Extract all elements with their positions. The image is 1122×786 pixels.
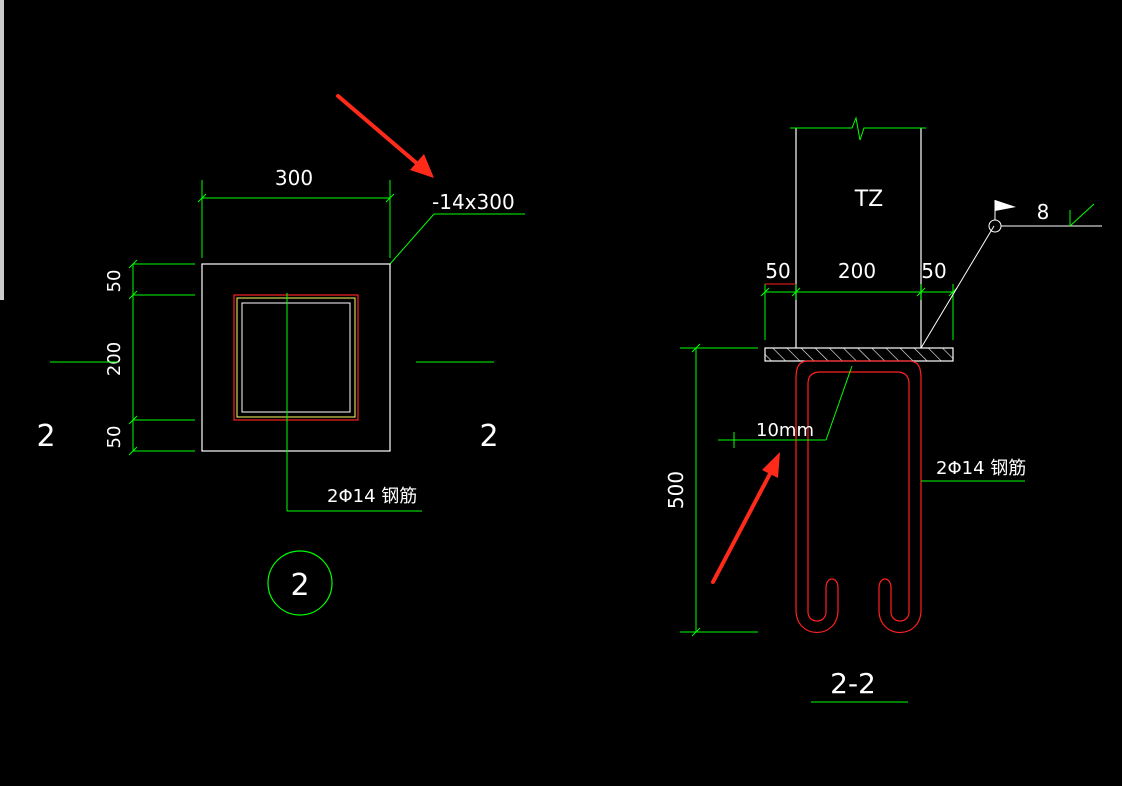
plan-rebar-leader <box>286 293 422 512</box>
u-rebar <box>795 360 922 633</box>
plan-view: 300 -14x300 2Φ14 钢筋 <box>36 94 525 616</box>
plan-width-dim-text: 300 <box>275 166 313 190</box>
window-edge <box>0 0 4 300</box>
detail-circle-number: 2 <box>290 568 309 603</box>
detail-circle <box>267 550 333 616</box>
section-height-dimension <box>680 343 758 637</box>
section-height-dim-text: 500 <box>664 471 688 509</box>
plate-label: -14x300 <box>432 190 515 214</box>
plan-side-dim-top: 50 <box>104 270 125 293</box>
base-plate-hatched <box>764 347 954 362</box>
section-dim-middle: 200 <box>838 259 876 283</box>
column-tz-outline <box>795 128 922 348</box>
rebar-outline <box>233 294 359 421</box>
section-view: TZ 50 200 50 8 <box>664 116 1102 703</box>
plan-width-dimension <box>197 180 395 258</box>
weld-symbol <box>920 200 1102 349</box>
inner-box-white <box>241 302 351 413</box>
inner-box-yellow <box>236 297 356 418</box>
section-mark-right: 2 <box>479 419 498 454</box>
plan-rebar-label: 2Φ14 钢筋 <box>327 486 417 507</box>
section-dim-left: 50 <box>765 259 790 283</box>
plate-outline <box>201 263 391 452</box>
section-rebar-label: 2Φ14 钢筋 <box>936 458 1026 479</box>
gap-leader <box>718 365 853 448</box>
annotation-arrow-plan <box>336 94 434 178</box>
column-label: TZ <box>854 187 884 212</box>
section-title: 2-2 <box>830 667 876 700</box>
plate-leader <box>389 213 525 265</box>
plan-side-dimension <box>128 259 195 456</box>
section-mark-left: 2 <box>36 419 55 454</box>
plan-side-dim-middle: 200 <box>104 342 125 376</box>
section-top-dimension <box>760 284 958 340</box>
section-dim-right: 50 <box>921 259 946 283</box>
weld-size: 8 <box>1037 200 1050 224</box>
column-break-line <box>790 116 926 141</box>
annotation-arrow-section <box>711 452 780 584</box>
plan-side-dim-bottom: 50 <box>104 426 125 449</box>
gap-label: 10mm <box>756 420 814 441</box>
